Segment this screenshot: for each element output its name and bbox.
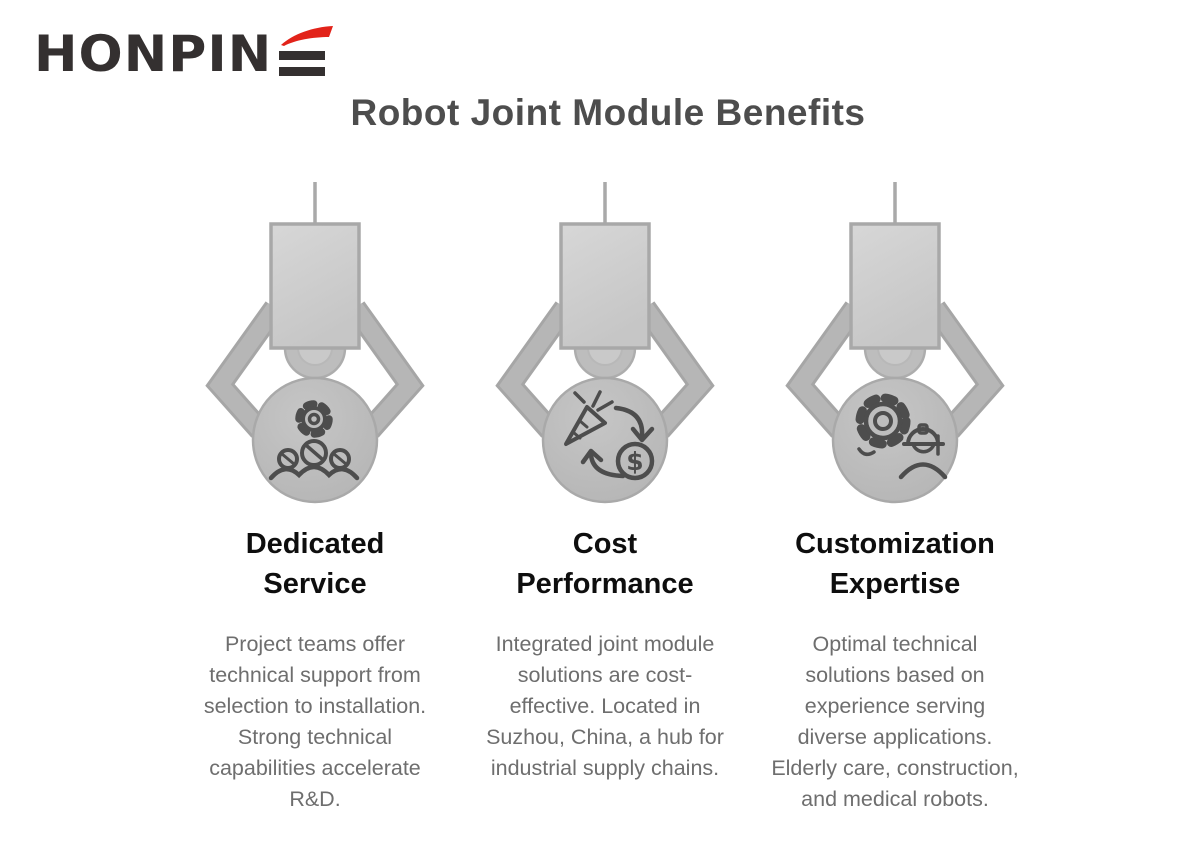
benefit-description: Integrated joint module solutions are co…: [486, 632, 724, 780]
benefit-card-cost-performance: $ Cost Performance Integrated joint modu…: [460, 178, 750, 815]
claw-body: [269, 222, 361, 350]
benefit-description: Project teams offer technical support fr…: [203, 632, 427, 811]
benefit-title: Customization Expertise: [795, 528, 995, 600]
benefit-title: Dedicated Service: [245, 528, 385, 600]
gear-team-icon: [268, 400, 360, 481]
carrot-dollar-exchange-icon: $: [564, 390, 655, 481]
claw-arms: [785, 301, 1005, 438]
icon-circle: [541, 376, 669, 504]
benefit-card-customization-expertise: Customization Expertise Optimal technica…: [750, 178, 1040, 815]
dollar-glyph: $: [626, 447, 643, 476]
logo-red-swoosh-icon: [281, 26, 334, 46]
claw-machine-graphic: $: [495, 182, 715, 504]
benefits-row: Dedicated Service Project teams offer te…: [170, 178, 1040, 815]
benefit-card-dedicated-service: Dedicated Service Project teams offer te…: [170, 178, 460, 815]
benefit-description: Optimal technical solutions based on exp…: [771, 632, 1019, 811]
brand-logo: HONPIN: [34, 26, 334, 84]
logo-e-middle-bar: [279, 51, 326, 60]
benefit-title: Cost Performance: [516, 528, 694, 600]
brand-logo-text: HONPIN: [34, 26, 273, 84]
claw-body: [559, 222, 651, 350]
claw-body: [849, 222, 941, 350]
claw-machine-graphic: [205, 182, 425, 504]
brand-logo-letter-e: [279, 26, 334, 76]
claw-arms: [495, 301, 715, 438]
gear-engineer-icon: [855, 393, 948, 480]
claw-arms: [205, 301, 425, 438]
logo-e-bottom-bar: [279, 67, 326, 76]
page-title: Robot Joint Module Benefits: [350, 92, 866, 133]
claw-machine-graphic: [785, 182, 1005, 504]
